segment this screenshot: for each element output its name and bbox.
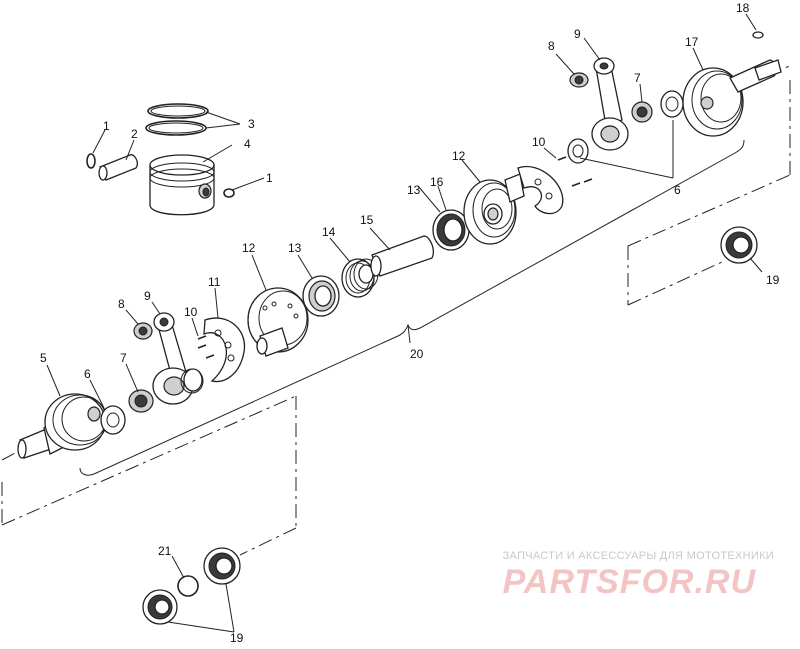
callout-7-left: 7 [120, 351, 127, 365]
piston-pin [98, 154, 138, 181]
callout-8-left: 8 [118, 297, 125, 311]
oil-seal-lower-left [142, 589, 178, 625]
callout-19-right: 19 [766, 273, 780, 287]
needle-bearing-left-lower [128, 389, 154, 413]
crank-web-left [247, 287, 309, 357]
main-bearing-center-left [302, 275, 340, 317]
callout-13-right: 13 [407, 183, 421, 197]
callout-9-right: 9 [574, 27, 581, 41]
watermark: ЗАПЧАСТИ И АКСЕССУАРЫ ДЛЯ МОТОТЕХНИКИ PA… [503, 550, 774, 600]
woodruff-key [752, 31, 764, 39]
crank-pin-washer-right [567, 138, 589, 164]
callout-8-right: 8 [548, 39, 555, 53]
callout-10-right: 10 [532, 135, 546, 149]
circlip-left [86, 153, 96, 169]
connecting-rod-left [152, 312, 204, 405]
thrust-washer-right [660, 90, 684, 118]
callout-1-lower: 1 [266, 171, 273, 185]
labyrinth-seal [341, 258, 379, 298]
callout-20: 20 [410, 347, 424, 361]
assembly-bracket-20 [79, 139, 745, 476]
callout-3: 3 [248, 117, 255, 131]
center-shaft [370, 235, 434, 277]
crank-pin-washer-left [183, 368, 203, 392]
counterweight-plate-right [517, 165, 564, 215]
callout-6-left: 6 [84, 367, 91, 381]
callout-12-right: 12 [452, 149, 466, 163]
oil-seal-lower-right [203, 547, 241, 585]
callout-17: 17 [685, 35, 699, 49]
callout-14: 14 [322, 225, 336, 239]
watermark-tagline: ЗАПЧАСТИ И АКСЕССУАРЫ ДЛЯ МОТОТЕХНИКИ [502, 550, 774, 562]
o-ring-lower [177, 575, 199, 597]
oil-seal-right [720, 226, 758, 264]
crank-web-right [463, 173, 525, 245]
center-axis-lines [1, 65, 791, 556]
crank-half-left [17, 393, 108, 459]
callout-16: 16 [430, 175, 444, 189]
callout-19-lower: 19 [230, 631, 244, 644]
callout-12-left: 12 [242, 241, 256, 255]
piston [149, 154, 215, 216]
callout-6-right: 6 [674, 183, 681, 197]
main-bearing-center-right [432, 209, 470, 251]
thrust-washer-left [100, 405, 126, 435]
callout-1-upper: 1 [103, 119, 110, 133]
callout-5: 5 [40, 351, 47, 365]
needle-bearing-right-upper [569, 72, 589, 88]
callout-2: 2 [131, 127, 138, 141]
watermark-logo: PARTSFOR.RU [502, 563, 757, 601]
callout-18: 18 [736, 1, 750, 15]
callout-7-right: 7 [634, 71, 641, 85]
callout-21: 21 [158, 544, 172, 558]
callout-9-left: 9 [144, 289, 151, 303]
piston-ring-lower [145, 120, 207, 136]
screws-right [557, 156, 593, 187]
needle-bearing-right-lower [631, 101, 653, 123]
callout-13-left: 13 [288, 241, 302, 255]
leader-lines [46, 13, 763, 633]
screws-left [197, 335, 215, 359]
callout-10-left: 10 [184, 305, 198, 319]
callout-4: 4 [244, 137, 251, 151]
callout-15: 15 [360, 213, 374, 227]
connecting-rod-right [591, 57, 629, 151]
callout-11: 11 [208, 275, 221, 289]
crank-half-right [682, 59, 782, 137]
callout-labels: 1 2 3 4 1 5 6 7 8 9 10 11 12 13 14 15 13… [40, 1, 780, 645]
needle-bearing-left-upper [133, 322, 153, 340]
counterweight-plate-left [203, 317, 246, 383]
piston-ring-upper [147, 103, 209, 119]
circlip-right [223, 188, 235, 198]
